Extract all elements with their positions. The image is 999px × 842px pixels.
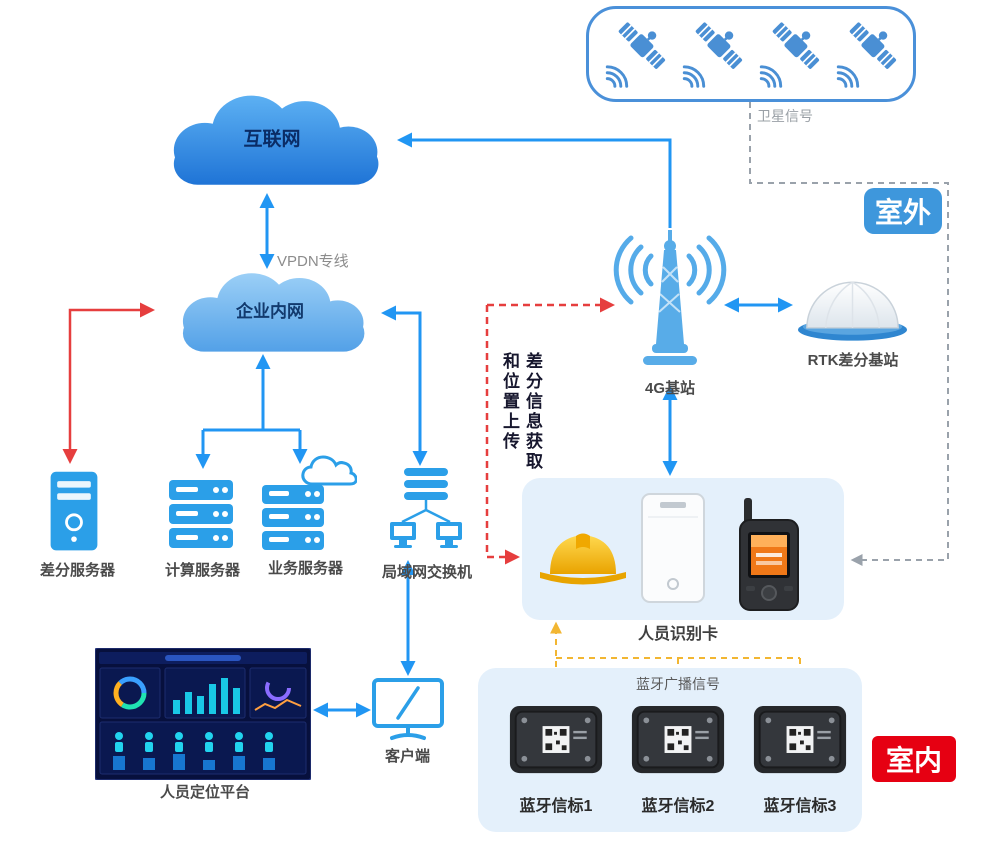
satellite-constellation-box <box>586 6 916 102</box>
dashboard-screenshot <box>95 648 311 780</box>
compute-server-label: 计算服务器 <box>164 562 240 579</box>
internet-cloud-label: 互联网 <box>243 129 301 150</box>
satellite-icon <box>759 13 828 88</box>
diff-server-label: 差分服务器 <box>39 562 115 579</box>
rtk-station-label: RTK差分基站 <box>807 352 899 369</box>
4g-tower-icon <box>613 230 727 365</box>
client-label: 客户端 <box>384 748 430 765</box>
business-server-icon <box>262 455 357 550</box>
link-4g-internet <box>397 132 672 228</box>
business-server-label: 业务服务器 <box>267 560 343 577</box>
vpdn-label: VPDN专线 <box>277 253 349 270</box>
satellite-icon <box>836 13 905 88</box>
monitor-icon <box>372 678 444 740</box>
beacon-label: 蓝牙信标2 <box>641 798 715 815</box>
outdoor-badge: 室外 <box>864 188 942 234</box>
walkie-talkie-icon <box>739 498 799 611</box>
intranet-cloud-label: 企业内网 <box>236 302 304 321</box>
lan-switch-icon <box>390 468 462 548</box>
vertical-note: 差分信息获取 和位置上传 <box>498 352 544 522</box>
satellite-icon <box>605 13 674 88</box>
link-intranet-diff-server <box>62 302 155 464</box>
bluetooth-beacon-icon <box>630 704 726 775</box>
beacon-label: 蓝牙信标3 <box>763 798 837 815</box>
vertical-note-col2: 和位置上传 <box>500 352 519 452</box>
beacon-label: 蓝牙信标1 <box>519 798 593 815</box>
hard-hat-icon <box>540 533 626 585</box>
indoor-badge: 室内 <box>872 736 956 782</box>
id-card-icon <box>641 493 705 603</box>
satellite-signal-label: 卫星信号 <box>757 108 813 124</box>
link-intranet-switch <box>381 305 428 466</box>
bluetooth-broadcast-label: 蓝牙广播信号 <box>636 676 720 692</box>
diff-server-icon <box>50 471 98 551</box>
bluetooth-beacon-icon <box>752 704 848 775</box>
lan-switch-label: 局域网交换机 <box>381 564 472 581</box>
base-4g-label: 4G基站 <box>644 380 695 397</box>
rtk-dome-icon <box>797 281 908 341</box>
satellite-icon <box>682 13 751 88</box>
platform-label: 人员定位平台 <box>159 784 250 801</box>
person-card-label: 人员识别卡 <box>637 626 718 643</box>
bluetooth-beacon-icon <box>508 704 604 775</box>
compute-server-icon <box>169 480 233 548</box>
vertical-note-col1: 差分信息获取 <box>523 352 542 472</box>
